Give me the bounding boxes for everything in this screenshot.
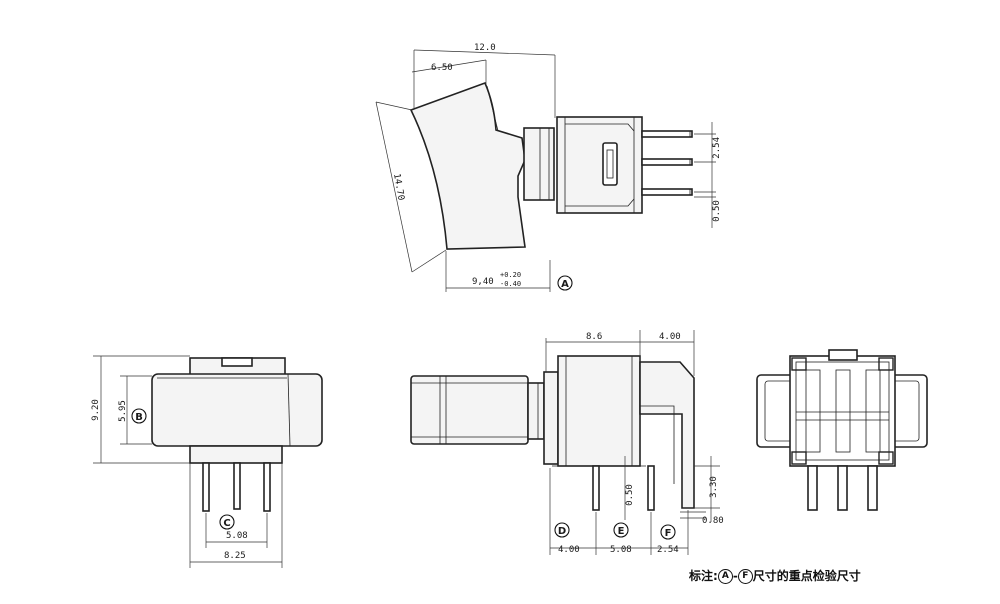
dim-ra-leg-offset: 4.00 <box>659 332 681 342</box>
dim-ra-pin-thickness: 0.80 <box>702 516 724 526</box>
front-view: 9.20 5.95 5.08 8.25 B C <box>91 355 323 568</box>
switch-housing <box>556 116 643 214</box>
front-actuator <box>151 373 323 447</box>
footnote-marker-f: F <box>737 569 753 584</box>
dim-tol-minus: -0.40 <box>500 280 521 288</box>
svg-text:C: C <box>223 518 230 529</box>
dim-ra-bottom-right: 2.54 <box>657 545 679 555</box>
switch-stem <box>523 127 555 201</box>
rocker-actuator <box>409 81 526 250</box>
ra-housing <box>557 355 641 467</box>
marker-f: F <box>660 524 676 540</box>
side-pins <box>641 130 693 196</box>
svg-text:E: E <box>618 526 625 537</box>
dim-actuator-top: 6.50 <box>431 63 453 73</box>
dim-front-height: 9.20 <box>91 399 101 421</box>
end-pins <box>807 465 878 511</box>
dim-ra-bottom-mid: 5.08 <box>610 545 632 555</box>
dim-pin-pitch: 2.54 <box>712 137 722 159</box>
dim-front-pin-pitch: 5.08 <box>226 531 248 541</box>
footnote-prefix: 标注: <box>689 569 718 583</box>
marker-b: B <box>131 408 147 424</box>
dim-total-width: 12.0 <box>474 43 496 53</box>
ra-pins <box>592 465 655 511</box>
end-view <box>756 349 928 511</box>
svg-text:A: A <box>561 279 569 290</box>
footnote-marker-a: A <box>717 569 733 584</box>
footnote-suffix: 尺寸的重点检验尺寸 <box>752 569 861 583</box>
front-pins <box>202 462 271 512</box>
svg-text:D: D <box>558 526 566 537</box>
dim-front-width: 8.25 <box>224 551 246 561</box>
dim-actuator-height: 14.70 <box>391 173 406 201</box>
side-view: 12.0 6.50 14.70 9,40 +0.20 -0.40 2.54 0.… <box>375 43 722 292</box>
dim-ra-leg-height: 3.30 <box>709 476 719 498</box>
marker-e: E <box>613 522 629 538</box>
dim-ra-bottom-left: 4.00 <box>558 545 580 555</box>
dim-pin-gap: 0.50 <box>712 200 722 222</box>
footnote-dash: - <box>732 569 738 583</box>
dim-front-actuator-height: 5.95 <box>118 400 128 422</box>
dim-tol-plus: +0.20 <box>500 271 521 279</box>
dim-ra-body-width: 8.6 <box>586 332 602 342</box>
svg-text:B: B <box>135 412 143 423</box>
marker-a: A <box>557 275 573 291</box>
dim-ra-pin-gap: 0.50 <box>625 484 635 506</box>
end-housing <box>789 355 896 467</box>
ra-actuator <box>410 375 529 445</box>
marker-c: C <box>219 514 235 530</box>
dim-base-width: 9,40 <box>472 277 494 287</box>
svg-text:F: F <box>665 528 672 539</box>
marker-d: D <box>554 522 570 538</box>
right-angle-view: 8.6 4.00 4.00 5.08 2.54 0.50 3.30 0.80 D… <box>410 330 724 555</box>
